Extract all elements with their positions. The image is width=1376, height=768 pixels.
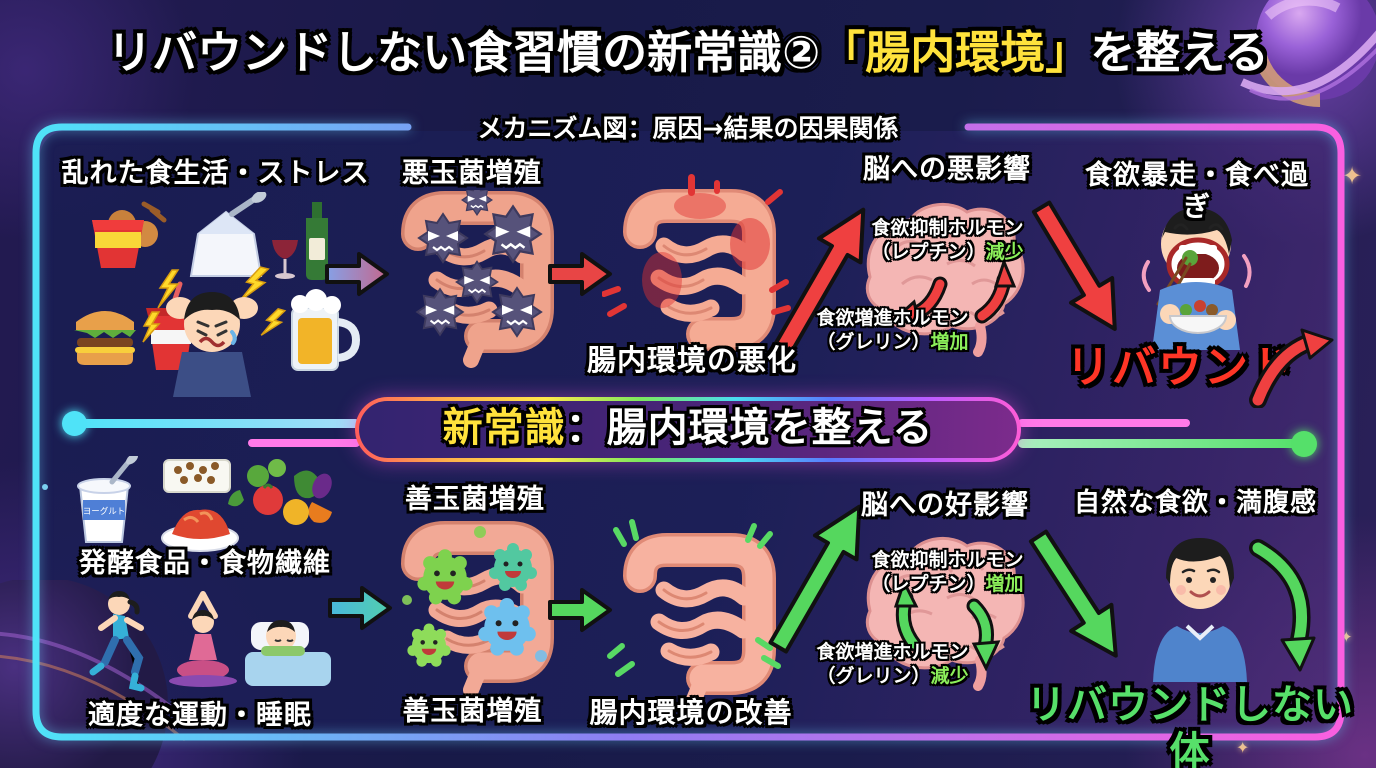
arrow-brain-to-overeating	[1013, 190, 1142, 349]
label-good-bacteria-bottom: 善玉菌増殖	[402, 696, 543, 727]
label-good-brain-effect: 脳への好影響	[861, 490, 1029, 521]
arrow-bacteria-to-gut-positive	[548, 588, 612, 632]
banner-line-right-dot	[1291, 431, 1317, 457]
exercise-sleep-icon	[89, 591, 331, 692]
healthy-gut-icon	[607, 519, 781, 700]
brain-negative-icon	[865, 202, 1025, 357]
sparkle-icon: ✦	[1236, 738, 1250, 757]
label-bad-bacteria-growth-top: 悪玉菌増殖	[402, 158, 542, 189]
hormone-sub: （レプチン）	[871, 241, 986, 264]
hormone-change: 減少	[930, 665, 969, 688]
hormone-name: 食欲抑制ホルモン	[871, 217, 1024, 239]
brain-positive-icon	[865, 536, 1025, 691]
new-standard-banner: 新常識：腸内環境を整える	[355, 397, 1021, 462]
hormone-change: 減少	[985, 241, 1024, 264]
overeating-man-icon	[1141, 208, 1252, 350]
label-natural-appetite: 自然な食欲・満腹感	[1073, 488, 1317, 518]
bad-bacteria-gut-icon	[401, 190, 554, 368]
satiety-cycle-arrow	[1249, 539, 1316, 672]
hormone-leptin-negative: 食欲抑制ホルモン （レプチン）減少	[855, 216, 1040, 265]
banner-line-right-pink	[1018, 419, 1190, 427]
hormone-sub: （レプチン）	[871, 573, 986, 596]
rebound-up-arrow	[1249, 328, 1334, 408]
title-prefix: リバウンドしない食習慣の新常識②	[107, 26, 821, 79]
svg-text:ヨーグルト: ヨーグルト	[83, 506, 126, 517]
star-dot	[210, 38, 217, 45]
hormone-sub: （グレリン）	[816, 331, 931, 354]
hormone-change: 増加	[985, 573, 1024, 596]
hormone-name: 食欲抑制ホルモン	[871, 549, 1024, 571]
star-dot	[42, 484, 48, 490]
hormone-leptin-positive: 食欲抑制ホルモン （レプチン）増加	[855, 548, 1040, 597]
hormone-change: 増加	[930, 331, 969, 354]
banner-rest: ：腸内環境を整える	[565, 405, 934, 451]
hormone-name: 食欲増進ホルモン	[816, 641, 969, 663]
hormone-ghrelin-positive: 食欲増進ホルモン （グレリン）減少	[800, 640, 985, 689]
banner-line-right-green	[1018, 439, 1304, 448]
label-no-rebound-body: リバウンドしない体	[1026, 682, 1354, 768]
arrow-bacteria-to-gut	[548, 252, 612, 296]
label-disordered-diet-stress: 乱れた食生活・ストレス	[61, 158, 370, 189]
banner-line-left-cyan	[72, 419, 360, 428]
label-moderate-exercise-sleep: 適度な運動・睡眠	[88, 700, 312, 731]
hormone-sub: （グレリン）	[816, 665, 931, 688]
saturn-planet-icon	[1240, 0, 1376, 108]
good-bacteria-gut-icon	[401, 521, 554, 698]
label-bad-brain-effect: 脳への悪影響	[863, 154, 1031, 185]
calm-man-icon	[1153, 538, 1247, 682]
banner-line-left-pink	[248, 439, 360, 447]
label-gut-environment-improves: 腸内環境の改善	[589, 696, 793, 729]
hormone-name: 食欲増進ホルモン	[816, 307, 969, 329]
banner-highlight: 新常識	[442, 405, 566, 451]
title-suffix: を整える	[1090, 26, 1269, 79]
inflamed-gut-icon	[602, 174, 791, 357]
junk-food-stress-icon	[74, 192, 361, 397]
arrow-habits-to-goodbacteria	[328, 586, 392, 630]
arrow-brain-to-satiety	[1010, 519, 1142, 677]
hormone-ghrelin-negative: 食欲増進ホルモン （グレリン）増加	[800, 306, 985, 355]
fermented-foods-icon: ヨーグルト	[77, 456, 332, 552]
banner-line-left-dot	[62, 411, 87, 436]
title-highlight: 「腸内環境」	[820, 26, 1091, 79]
label-fermented-food-fiber: 発酵食品・食物繊維	[79, 548, 331, 579]
arrow-cause-to-bacteria	[325, 252, 389, 296]
arrow-gut-to-brain-negative	[757, 191, 894, 368]
label-appetite-runaway: 食欲暴走・食べ過ぎ	[1085, 160, 1309, 223]
arrow-gut-to-brain-positive	[753, 488, 890, 665]
sparkle-icon: ✦	[1342, 162, 1363, 190]
label-good-bacteria-top: 善玉菌増殖	[405, 484, 545, 515]
subtitle: メカニズム図：原因→結果の因果関係	[477, 114, 899, 143]
label-gut-environment-worsens: 腸内環境の悪化	[586, 343, 797, 377]
page-title: リバウンドしない食習慣の新常識②「腸内環境」を整える	[0, 16, 1376, 81]
